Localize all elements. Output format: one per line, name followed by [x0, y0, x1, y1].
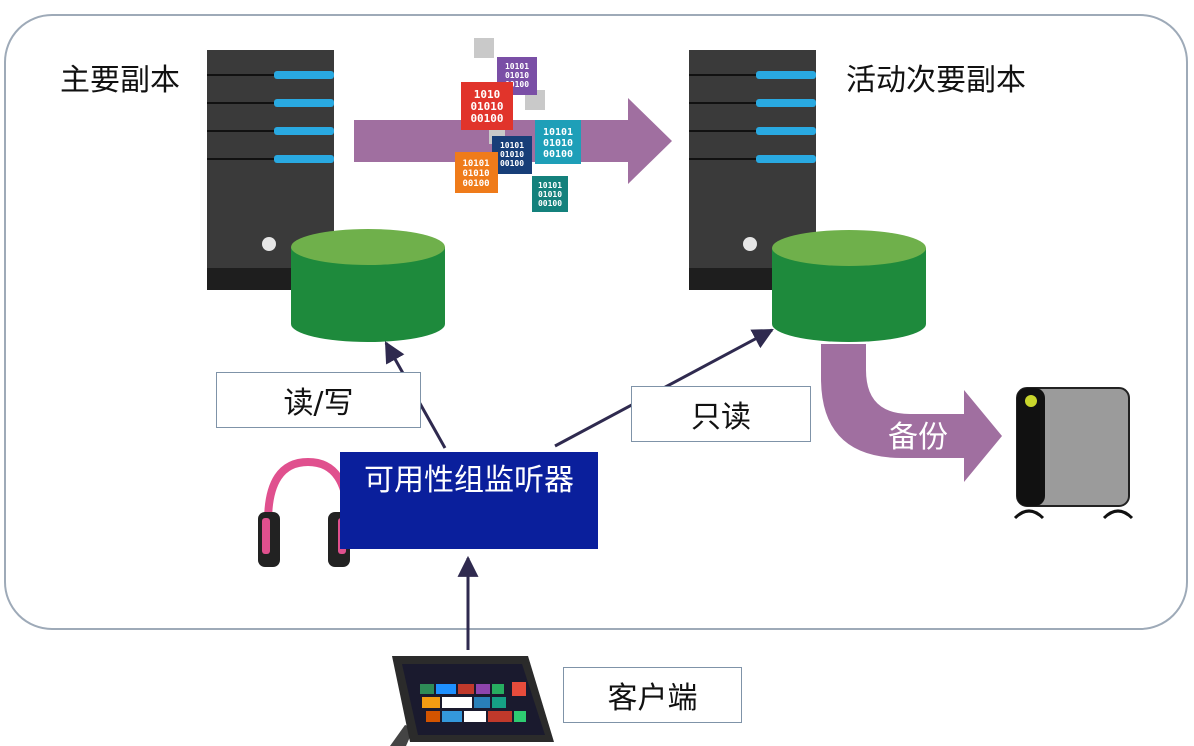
packet-orange-icon: 10101 01010 00100	[455, 152, 498, 193]
client-label: 客户端	[563, 667, 742, 723]
packet-red-icon: 1010 01010 00100	[461, 82, 513, 130]
packet-teal-icon: 10101 01010 00100	[532, 176, 568, 212]
packet-line: 01010	[470, 100, 503, 113]
packet-line: 01010	[462, 169, 489, 179]
packet-line: 01010	[505, 71, 529, 80]
read-write-label: 读/写	[216, 372, 421, 428]
primary-replica-label: 主要副本	[60, 63, 180, 98]
packet-line: 01010	[538, 190, 562, 199]
primary-database-icon	[291, 229, 445, 342]
packet-line: 00100	[538, 199, 562, 208]
packet-line: 00100	[505, 80, 529, 89]
packet-line: 10101	[538, 181, 562, 190]
packet-line: 00100	[462, 179, 489, 189]
secondary-database-icon	[772, 230, 926, 342]
packet-line: 10101	[543, 127, 573, 138]
read-only-label: 只读	[631, 386, 811, 442]
packet-line: 10101	[505, 62, 529, 71]
packet-line: 00100	[543, 149, 573, 160]
primary-server-icon	[207, 50, 334, 290]
backup-storage-icon	[1013, 387, 1134, 520]
packet-line: 00100	[470, 112, 503, 125]
secondary-replica-label: 活动次要副本	[846, 63, 1026, 98]
tablet-icon	[390, 656, 554, 746]
packet-line: 01010	[543, 138, 573, 149]
availability-group-listener-box: 可用性组监听器	[340, 452, 598, 549]
packet-line: 1010	[474, 88, 501, 101]
packet-navy-icon: 10101 01010 00100	[492, 136, 532, 174]
headphones-icon	[258, 457, 352, 567]
backup-label: 备份	[888, 420, 948, 455]
packet-cyan-icon: 10101 01010 00100	[535, 120, 581, 164]
packet-line: 00100	[500, 159, 524, 168]
packet-line: 10101	[500, 141, 524, 150]
backup-arrow	[821, 344, 1002, 482]
packet-line: 10101	[462, 159, 489, 169]
packet-line: 01010	[500, 150, 524, 159]
